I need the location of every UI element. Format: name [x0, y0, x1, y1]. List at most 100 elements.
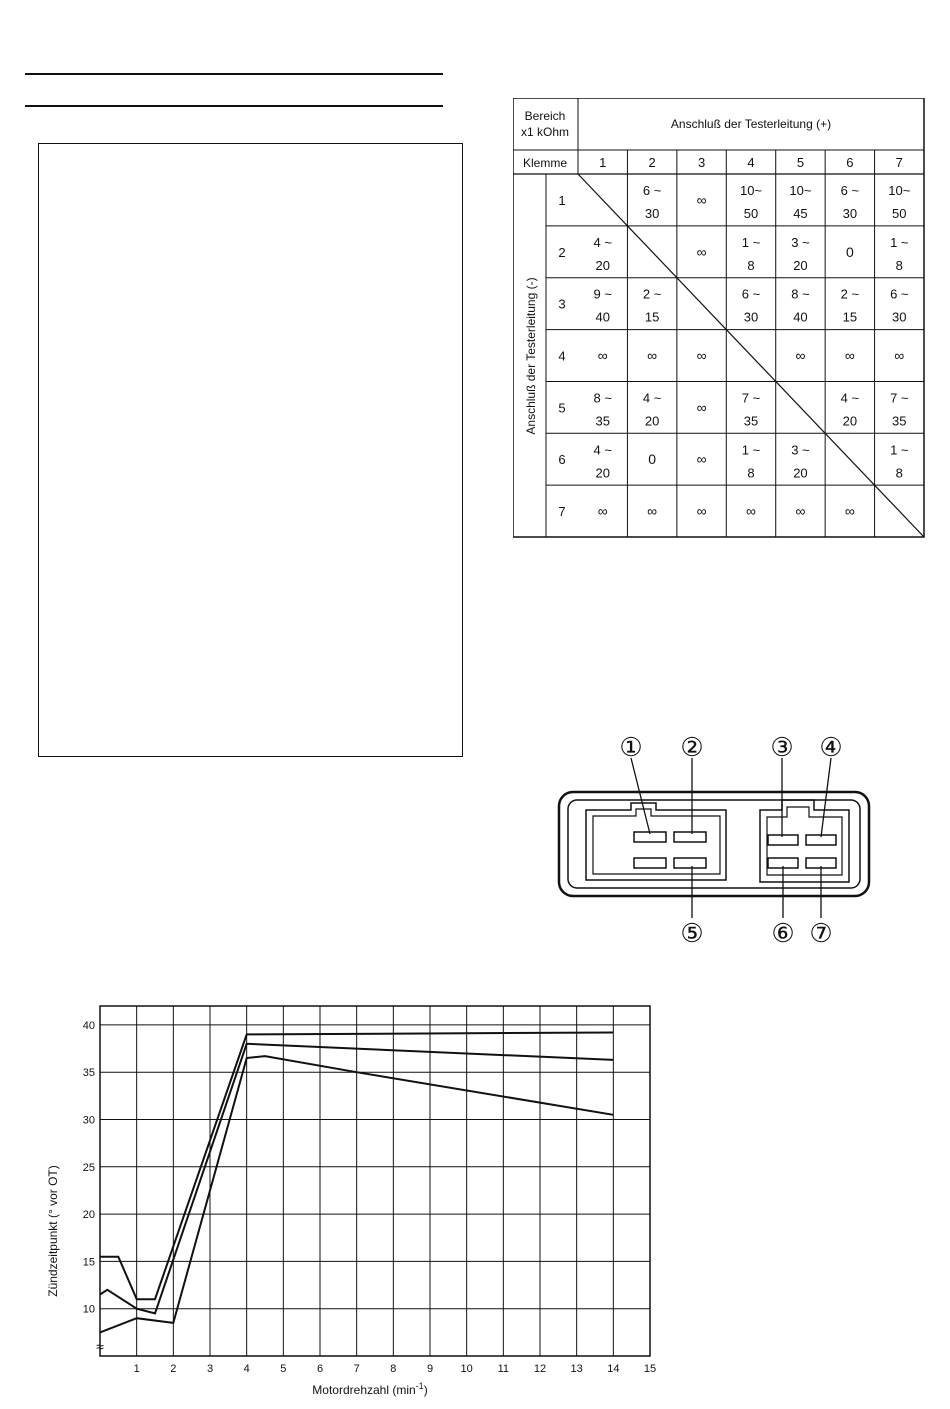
table-cell-max: 20: [595, 258, 609, 273]
pin-slots: [633, 831, 837, 869]
table-cell-min: 4 ~: [593, 235, 612, 250]
table-cell-max: 30: [744, 310, 758, 325]
table-cell-value: ∞: [647, 503, 657, 519]
table-cell-max: 20: [793, 465, 807, 480]
table-cell-min: 3 ~: [791, 442, 810, 457]
table-cell-min: 8 ~: [593, 390, 612, 405]
table-cell-max: 45: [793, 206, 807, 221]
connector-diagram: ① ② ③ ④ ⑤ ⑥ ⑦: [556, 730, 876, 950]
table-cell-max: 20: [595, 465, 609, 480]
table-cell-min: 6 ~: [890, 287, 909, 302]
column-header: 7: [896, 155, 903, 170]
row-header: 7: [558, 504, 565, 519]
corner-label-1: Bereich: [525, 109, 566, 123]
column-header: 2: [649, 155, 656, 170]
x-tick-label: 5: [280, 1363, 286, 1375]
y-tick-label: 30: [83, 1115, 95, 1127]
x-tick-label: 8: [390, 1363, 396, 1375]
resistance-table: Bereich x1 kOhm Anschluß der Testerleitu…: [512, 97, 925, 543]
x-tick-label: 3: [207, 1363, 213, 1375]
table-cell-max: 30: [892, 310, 906, 325]
table-cell-value: ∞: [598, 348, 608, 364]
y-tick-label: 20: [83, 1209, 95, 1221]
x-tick-label: 6: [317, 1363, 323, 1375]
x-tick-label: 13: [571, 1363, 583, 1375]
table-cell-min: 7 ~: [742, 390, 761, 405]
header-rule-top: [25, 73, 443, 75]
table-cell-min: 1 ~: [742, 235, 761, 250]
row-header: 5: [558, 400, 565, 415]
x-tick-label: 10: [461, 1363, 473, 1375]
x-tick-label: 12: [534, 1363, 546, 1375]
timing-curve: [100, 1031, 614, 1301]
column-header: 4: [747, 155, 754, 170]
pin-label-6: ⑥: [771, 918, 794, 945]
table-cell-max: 40: [595, 310, 609, 325]
timing-curve: [99, 1055, 614, 1334]
empty-text-box: [38, 143, 463, 757]
table-cell-min: 4 ~: [593, 442, 612, 457]
table-cell-value: ∞: [647, 348, 657, 364]
table-cell-min: 2 ~: [841, 287, 860, 302]
table-cell-max: 50: [744, 206, 758, 221]
pin-label-5: ⑤: [680, 918, 703, 945]
klemme-label: Klemme: [523, 156, 567, 170]
connector-svg: ① ② ③ ④ ⑤ ⑥ ⑦: [557, 732, 871, 948]
table-cell-min: 1 ~: [890, 235, 909, 250]
table-cell-max: 15: [843, 310, 857, 325]
connector-housing-inner: [567, 799, 861, 889]
table-cell-min: 4 ~: [643, 390, 662, 405]
x-tick-label: 9: [427, 1363, 433, 1375]
table-cell-value: 0: [846, 244, 854, 260]
table-cell-value: ∞: [697, 503, 707, 519]
table-cell-max: 35: [892, 413, 906, 428]
table-cell-max: 35: [744, 413, 758, 428]
connector-left-plug: [585, 802, 727, 881]
y-tick-label: 15: [83, 1256, 95, 1268]
y-tick-label: 35: [83, 1067, 95, 1079]
table-cell-max: 8: [747, 465, 754, 480]
table-cell-min: 10~: [740, 183, 762, 198]
table-cell-value: ∞: [845, 503, 855, 519]
resistance-table-svg: Bereich x1 kOhm Anschluß der Testerleitu…: [512, 97, 925, 538]
x-tick-label: 7: [354, 1363, 360, 1375]
table-cell-max: 20: [645, 413, 659, 428]
plus-lead-header: Anschluß der Testerleitung (+): [671, 117, 831, 131]
table-cell-value: ∞: [697, 244, 707, 260]
row-header: 3: [558, 297, 565, 312]
table-cell-max: 8: [747, 258, 754, 273]
row-header: 1: [558, 193, 565, 208]
x-tick-label: 1: [134, 1363, 140, 1375]
table-cell-value: ∞: [795, 348, 805, 364]
table-cell-max: 35: [595, 413, 609, 428]
pin-label-4: ④: [819, 732, 842, 762]
y-tick-label: 40: [83, 1020, 95, 1032]
x-axis-label: Motordrehzahl (min-1): [312, 1381, 427, 1397]
table-cell-min: 1 ~: [890, 442, 909, 457]
table-cell-min: 8 ~: [791, 287, 810, 302]
connector-housing-outer: [557, 790, 871, 898]
pin-label-1: ①: [619, 732, 642, 762]
column-header: 3: [698, 155, 705, 170]
table-cell-max: 15: [645, 310, 659, 325]
table-cell-max: 50: [892, 206, 906, 221]
table-cell-value: ∞: [845, 348, 855, 364]
corner-label-2: x1 kOhm: [521, 125, 569, 139]
timing-curve: [99, 1042, 614, 1315]
table-cell-min: 10~: [789, 183, 811, 198]
table-cell-max: 30: [645, 206, 659, 221]
table-cell-value: ∞: [697, 192, 707, 208]
x-tick-label: 15: [644, 1363, 656, 1375]
x-tick-label: 14: [607, 1363, 619, 1375]
table-cell-value: ∞: [697, 399, 707, 415]
x-tick-label: 4: [244, 1363, 250, 1375]
y-axis-label: Zündzeitpunkt (° vor OT): [46, 1165, 60, 1297]
y-tick-label: 25: [83, 1162, 95, 1174]
table-cell-min: 7 ~: [890, 390, 909, 405]
table-cell-min: 2 ~: [643, 287, 662, 302]
table-cell-value: ∞: [894, 348, 904, 364]
table-cell-min: 4 ~: [841, 390, 860, 405]
table-cell-min: 6 ~: [643, 183, 662, 198]
